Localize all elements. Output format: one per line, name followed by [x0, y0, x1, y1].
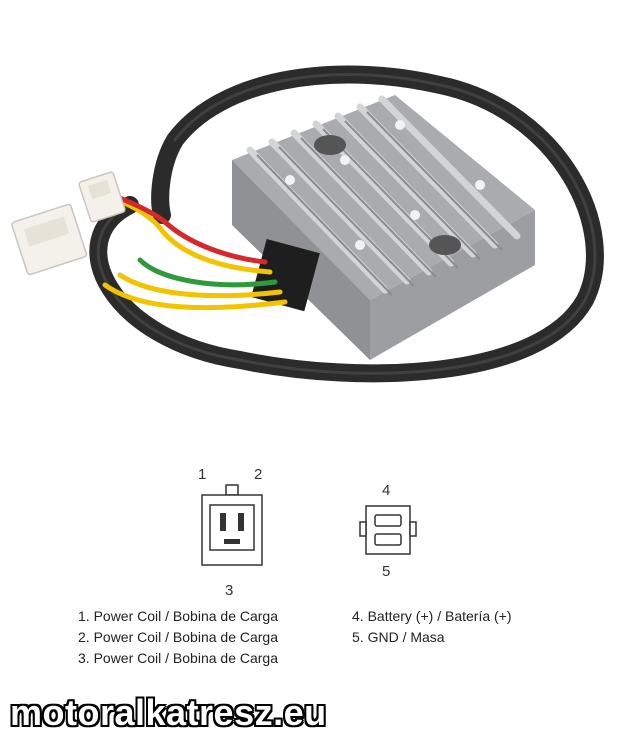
white-plug-small — [78, 171, 126, 223]
two-pin-connector-icon — [359, 505, 417, 555]
pin-label-5: 5 — [382, 563, 391, 580]
legend-item-5: 5. GND / Masa — [352, 629, 445, 645]
pin-label-4: 4 — [382, 482, 391, 499]
watermark-text: motoralkatresz.eu — [10, 692, 327, 733]
pin-label-2: 2 — [254, 466, 263, 483]
legend-item-3: 3. Power Coil / Bobina de Carga — [78, 650, 278, 666]
heatsink — [232, 95, 535, 360]
legend-item-1: 1. Power Coil / Bobina de Carga — [78, 608, 278, 624]
legend-item-2: 2. Power Coil / Bobina de Carga — [78, 629, 278, 645]
regulator-rectifier-photo — [11, 65, 604, 383]
pin-label-1: 1 — [198, 466, 207, 483]
white-plug-large — [11, 203, 88, 276]
legend-item-4: 4. Battery (+) / Batería (+) — [352, 608, 512, 624]
three-pin-connector-icon — [201, 484, 263, 566]
pin-label-3: 3 — [225, 582, 234, 599]
